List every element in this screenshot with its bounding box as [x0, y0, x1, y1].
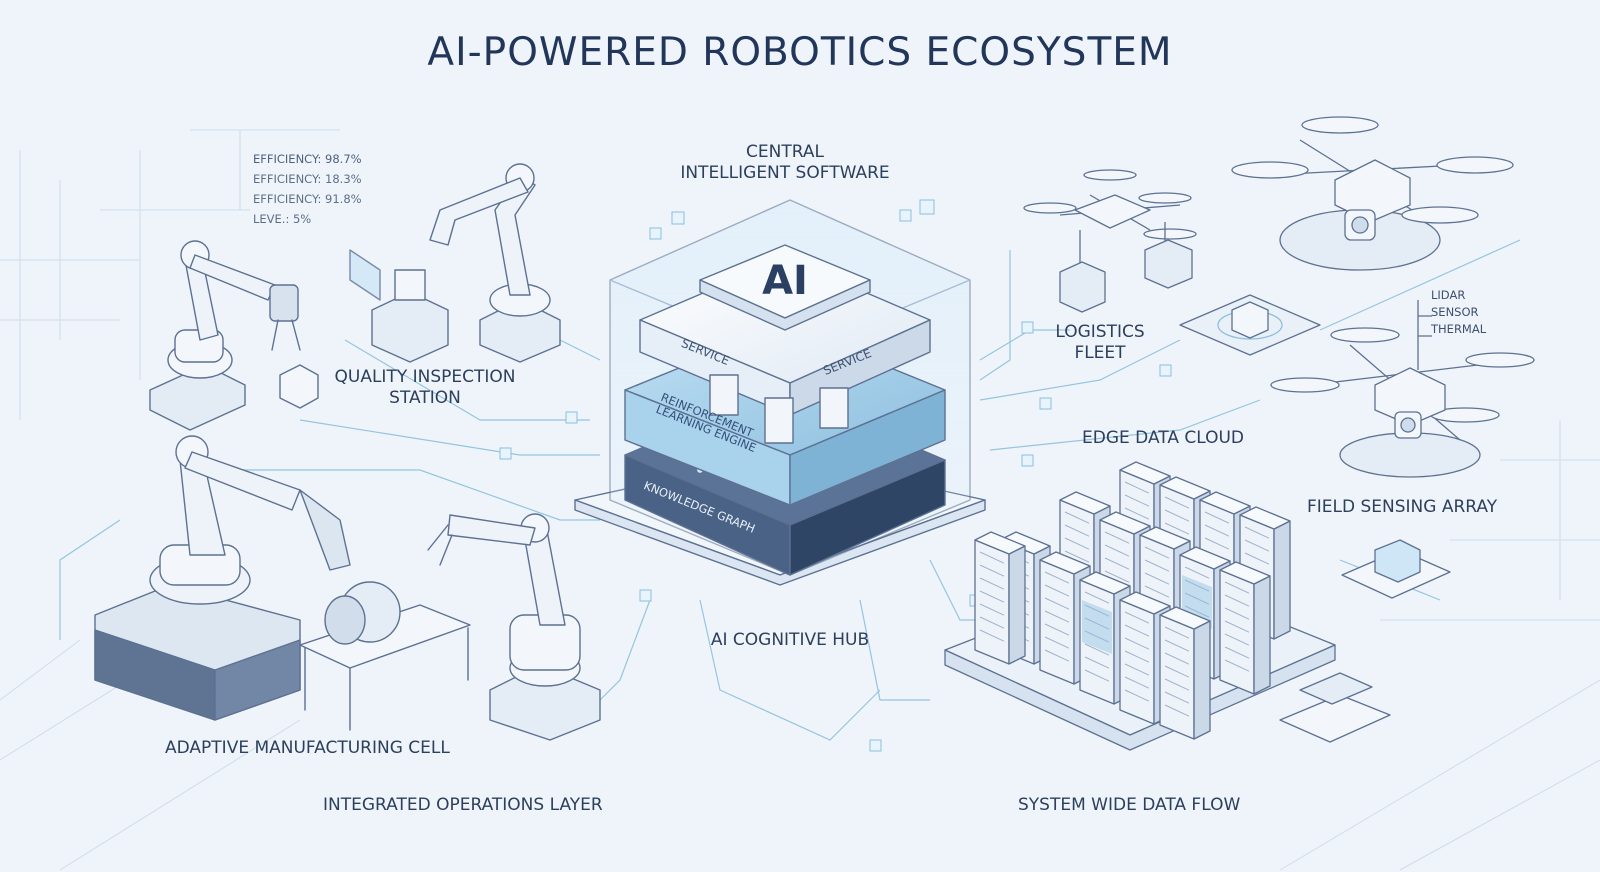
service-servers: [709, 374, 849, 444]
operations-layer-label: INTEGRATED OPERATIONS LAYER: [323, 795, 603, 815]
sensor-sensor: SENSOR: [1431, 305, 1479, 319]
robot-arm-right: [427, 513, 601, 741]
ai-badge-label: AI: [762, 258, 808, 304]
metric-line-1: EFFICIENCY: 98.7%: [253, 152, 362, 166]
sensor-thermal: THERMAL: [1431, 322, 1487, 336]
sensing-drone: [1270, 300, 1535, 478]
hub-header: CENTRAL INTELLIGENT SOFTWARE: [660, 142, 910, 184]
robot-arm-left: [149, 240, 319, 431]
quality-inspection-label: QUALITY INSPECTION STATION: [322, 367, 528, 409]
logistics-drone: [1023, 169, 1321, 356]
server-rack: [1159, 606, 1211, 740]
ai-cognitive-hub: [574, 199, 986, 586]
data-packets: [499, 199, 1172, 752]
system-data-flow-label: SYSTEM WIDE DATA FLOW: [1018, 795, 1241, 815]
field-sensing-label: FIELD SENSING ARRAY: [1307, 497, 1498, 517]
logistics-fleet-label: LOGISTICS FLEET: [1040, 322, 1160, 364]
manufacturing-cell-label: ADAPTIVE MANUFACTURING CELL: [165, 738, 450, 758]
robot-arm-manufacturing: [94, 435, 471, 731]
metric-line-3: EFFICIENCY: 91.8%: [253, 192, 362, 206]
quality-inspection-station: [349, 163, 561, 363]
hub-header-line1: CENTRAL: [746, 142, 824, 162]
server-rack: [1219, 561, 1271, 695]
edge-data-cloud: [944, 461, 1451, 751]
hub-caption: AI COGNITIVE HUB: [710, 630, 870, 650]
quality-inspection-line1: QUALITY INSPECTION: [334, 367, 516, 387]
quality-inspection-line2: STATION: [389, 388, 461, 408]
hub-header-line2: INTELLIGENT SOFTWARE: [680, 163, 890, 183]
edge-data-cloud-label: EDGE DATA CLOUD: [1082, 428, 1244, 448]
metric-line-2: EFFICIENCY: 18.3%: [253, 172, 362, 186]
surveillance-drone: [1231, 116, 1514, 271]
metric-line-4: LEVE.: 5%: [253, 212, 312, 226]
logistics-fleet-line2: FLEET: [1074, 343, 1126, 363]
logistics-fleet-line1: LOGISTICS: [1055, 322, 1145, 342]
background-grid: [0, 129, 1600, 871]
server-rack: [974, 531, 1026, 665]
page-title: AI-POWERED ROBOTICS ECOSYSTEM: [427, 30, 1173, 75]
sensor-lidar: LIDAR: [1431, 288, 1466, 302]
